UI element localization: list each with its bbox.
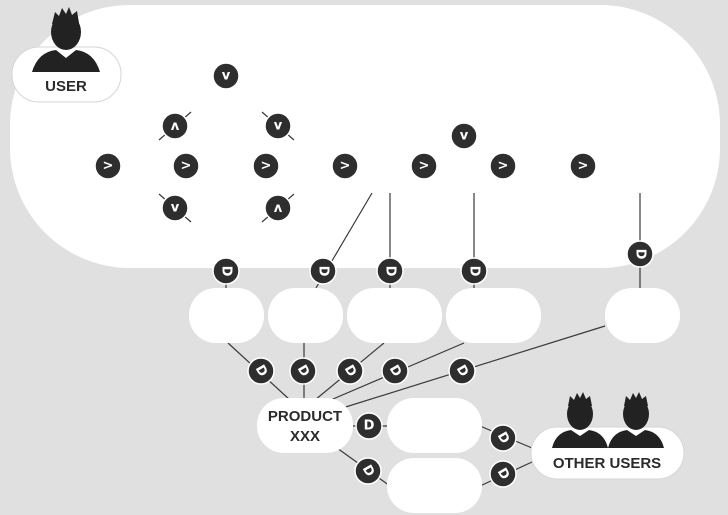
marker-glyph: > [181, 159, 192, 174]
marker-glyph: > [578, 159, 589, 174]
step-marker: > [252, 152, 280, 180]
process-area [10, 5, 720, 268]
step-marker: D [448, 357, 476, 385]
step-marker: D [489, 460, 517, 488]
step-marker: D [289, 357, 317, 385]
step-marker: v [212, 62, 240, 90]
marker-glyph: D [467, 266, 482, 277]
marker-glyph: > [498, 159, 509, 174]
user-label: USER [45, 78, 87, 95]
marker-glyph: D [219, 266, 234, 277]
product-node [257, 398, 353, 453]
person-icon [608, 392, 664, 448]
step-marker: D [460, 257, 488, 285]
step-marker: v [158, 111, 192, 141]
product-label-line2: XXX [290, 428, 320, 445]
step-marker: D [355, 412, 383, 440]
marker-glyph: v [274, 119, 283, 134]
node-box [347, 288, 442, 343]
person-icon [32, 7, 100, 72]
marker-glyph: v [273, 201, 282, 216]
marker-glyph: > [340, 159, 351, 174]
marker-glyph: D [383, 266, 398, 277]
step-marker: D [336, 357, 364, 385]
node-box [387, 458, 482, 513]
step-marker: D [489, 424, 517, 452]
other-users-label: OTHER USERS [553, 455, 661, 472]
step-marker: D [626, 240, 654, 268]
node-box [189, 288, 264, 343]
node-box [605, 288, 680, 343]
step-marker: D [376, 257, 404, 285]
marker-glyph: v [460, 129, 469, 144]
step-marker: v [450, 122, 478, 150]
marker-glyph: v [170, 119, 179, 134]
step-marker: D [212, 257, 240, 285]
marker-glyph: D [633, 249, 648, 260]
step-marker: D [354, 457, 382, 485]
node-box [387, 398, 482, 453]
step-marker: v [261, 193, 295, 223]
marker-glyph: > [419, 159, 430, 174]
marker-glyph: > [103, 159, 114, 174]
step-marker: v [261, 111, 295, 141]
step-marker: D [309, 257, 337, 285]
marker-glyph: v [171, 201, 180, 216]
marker-glyph: D [364, 419, 375, 434]
node-box [268, 288, 343, 343]
intermediate-nodes [189, 288, 680, 513]
person-icon [552, 392, 608, 448]
marker-glyph: > [261, 159, 272, 174]
step-marker: > [569, 152, 597, 180]
step-marker: v [158, 193, 192, 223]
step-marker: D [381, 357, 409, 385]
product-label-line1: PRODUCT [268, 408, 342, 425]
node-box [446, 288, 541, 343]
marker-glyph: v [222, 69, 231, 84]
step-marker: > [172, 152, 200, 180]
marker-glyph: D [316, 266, 331, 277]
step-marker: > [489, 152, 517, 180]
step-marker: D [247, 357, 275, 385]
step-marker: > [410, 152, 438, 180]
step-marker: > [331, 152, 359, 180]
step-marker: > [94, 152, 122, 180]
